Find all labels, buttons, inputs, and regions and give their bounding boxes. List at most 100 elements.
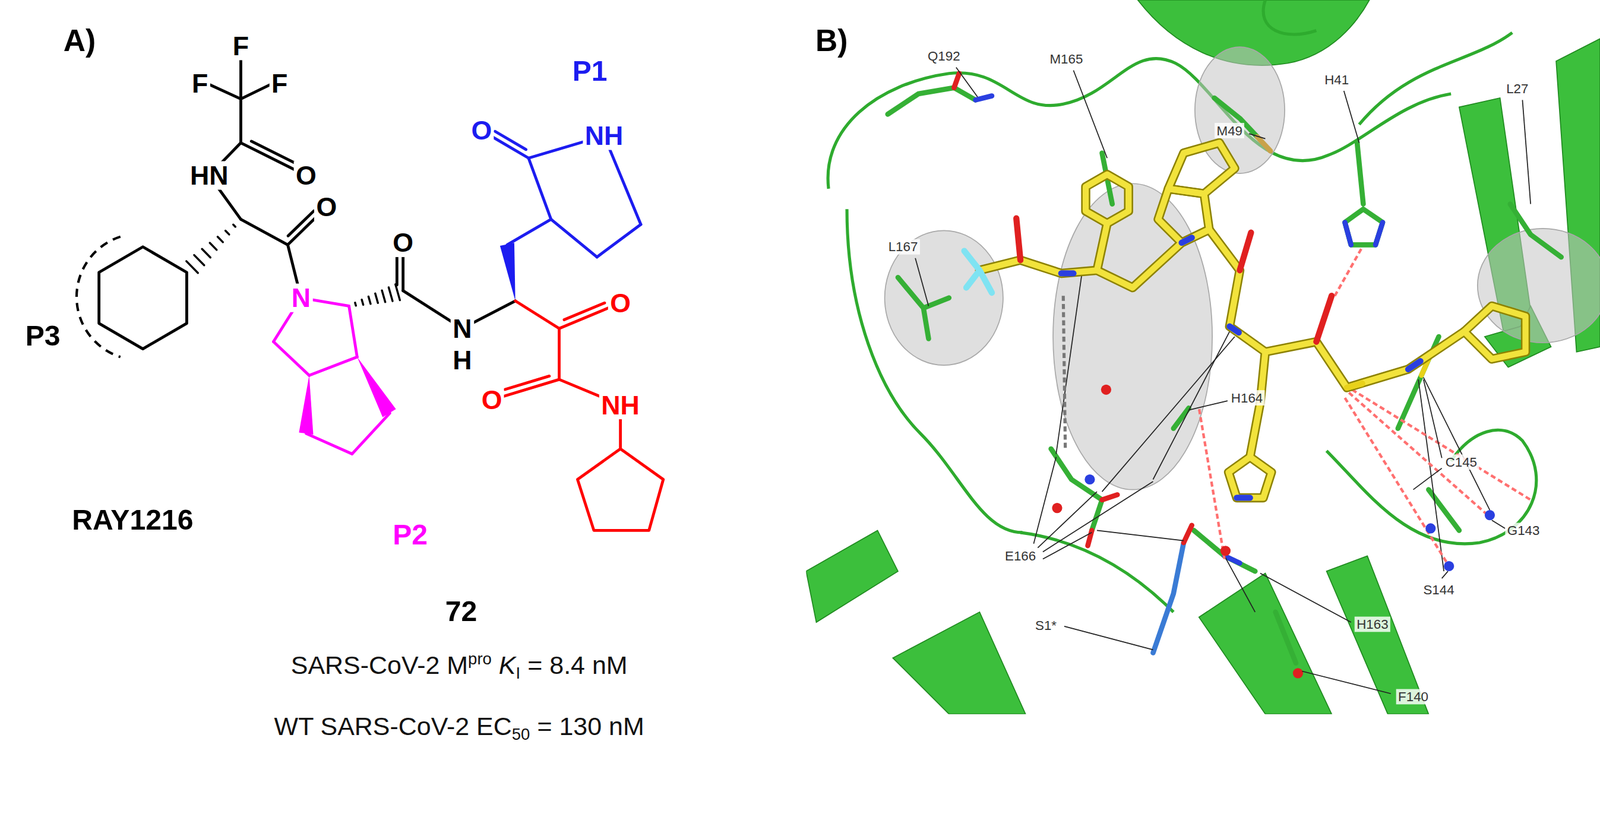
- surface-patch: [884, 46, 1600, 490]
- interaction-line: [1055, 275, 1490, 613]
- surface-patch: [1477, 228, 1600, 343]
- complex-view: [805, 0, 1600, 715]
- chem-bond: [355, 302, 356, 306]
- leader-line: [1037, 491, 1097, 548]
- ligand-stick: [964, 251, 992, 293]
- water-dot: [1220, 545, 1231, 556]
- structure-label: RAY1216: [71, 506, 194, 535]
- ring-bond: [99, 247, 188, 350]
- chem-bond: [273, 342, 309, 376]
- ligand-stick: [1181, 237, 1192, 243]
- structure-label: P1: [572, 57, 608, 86]
- residue-stick: [1152, 542, 1184, 654]
- ligand-stick: [964, 218, 1421, 499]
- water-dot: [1443, 561, 1454, 572]
- residue-stick: [1152, 525, 1192, 654]
- chem-bond: [395, 284, 401, 301]
- chem-bond: [240, 219, 288, 245]
- protein-ribbon: [1199, 573, 1332, 715]
- ligand-stick: [1240, 232, 1252, 271]
- activity-text: I: [516, 665, 521, 682]
- hydrogen-bond: [1351, 389, 1531, 501]
- wedge-bond: [500, 242, 516, 302]
- chem-bond: [504, 375, 550, 390]
- atom-tip: [1375, 222, 1383, 246]
- surface-patch: [884, 230, 1004, 366]
- residue-stick: [887, 87, 976, 115]
- structure-label: A): [63, 25, 96, 57]
- atom-tip: [1257, 136, 1271, 151]
- water-dot: [1101, 384, 1112, 395]
- ring-bond: [577, 448, 663, 531]
- hydrogen-bond: [1199, 248, 1531, 566]
- water-dot: [1292, 668, 1304, 679]
- activity-text: K: [498, 652, 517, 679]
- chem-bond: [186, 52, 641, 454]
- ligand-stick: [1236, 494, 1250, 501]
- atom-label: O: [390, 228, 416, 258]
- atom-label: N: [450, 314, 474, 343]
- leader-line: [1064, 626, 1153, 651]
- water-dot: [1084, 474, 1095, 485]
- leader-line: [1042, 532, 1092, 560]
- ligand-stick: [1229, 326, 1239, 333]
- residue-stick: [887, 87, 1562, 664]
- water-dot: [1051, 503, 1062, 514]
- residue-label: M165: [1047, 51, 1086, 68]
- grey-contact: [1063, 295, 1065, 449]
- activity-line: SARS-CoV-2 MproKI= 8.4 nM: [291, 652, 628, 679]
- ring-bond: [577, 448, 663, 531]
- interaction-line: [1096, 530, 1184, 541]
- ligand-stick: [1085, 174, 1129, 224]
- leader-line: [1522, 99, 1531, 204]
- residue-label: S144: [1421, 582, 1457, 598]
- atom-tip: [953, 73, 1429, 564]
- activity-line: WT SARS-CoV-2 EC50= 130 nM: [274, 713, 645, 740]
- chem-bond: [557, 328, 561, 380]
- ligand-stick: [1061, 270, 1074, 277]
- atom-label: O: [608, 288, 634, 318]
- leader-line: [1301, 671, 1391, 694]
- residue-label: H164: [1228, 390, 1265, 406]
- atom-label: O: [293, 160, 319, 190]
- residue-stick: [1051, 448, 1103, 531]
- protein-loop: [827, 0, 1537, 613]
- protein-loop: [846, 209, 1023, 533]
- atom-tip: [975, 95, 992, 100]
- residue-label: H163: [1354, 617, 1391, 633]
- chem-bond: [596, 224, 641, 258]
- pocket-arc: [76, 236, 121, 358]
- atom-tip: [1102, 494, 1118, 501]
- leader-line: [1344, 90, 1360, 144]
- atom-label: NH: [599, 390, 642, 420]
- chem-bond: [186, 261, 198, 274]
- ligand-stick: [1316, 295, 1332, 342]
- interaction-line: [1055, 275, 1082, 455]
- leader-line: [1413, 468, 1443, 490]
- ligand-stick: [1228, 457, 1272, 499]
- atom-label: O: [479, 385, 505, 414]
- hydrogen-bond: [1333, 248, 1362, 298]
- leader-line: [1073, 70, 1108, 159]
- interaction-line: [1418, 379, 1444, 572]
- wedge-bond: [356, 356, 396, 417]
- leader-line: [1423, 379, 1443, 458]
- chem-bond: [375, 293, 378, 303]
- atom-label: HN: [188, 160, 231, 190]
- ligand-stick: [1168, 143, 1235, 195]
- chem-bond: [495, 131, 527, 150]
- hydrogen-bond: [1348, 392, 1488, 515]
- protein-loop: [1020, 532, 1174, 613]
- atom-label: F: [190, 69, 211, 98]
- residue-label: F140: [1396, 689, 1431, 705]
- ligand-stick: [1158, 188, 1210, 243]
- leader-line: [915, 67, 1531, 694]
- ligand-stick: [979, 229, 1464, 388]
- ligand-stick: [979, 229, 1464, 388]
- residue-label: E166: [1003, 548, 1039, 564]
- chem-bond: [201, 248, 211, 258]
- atom-label: F: [230, 31, 251, 60]
- ligand-stick: [1463, 305, 1526, 359]
